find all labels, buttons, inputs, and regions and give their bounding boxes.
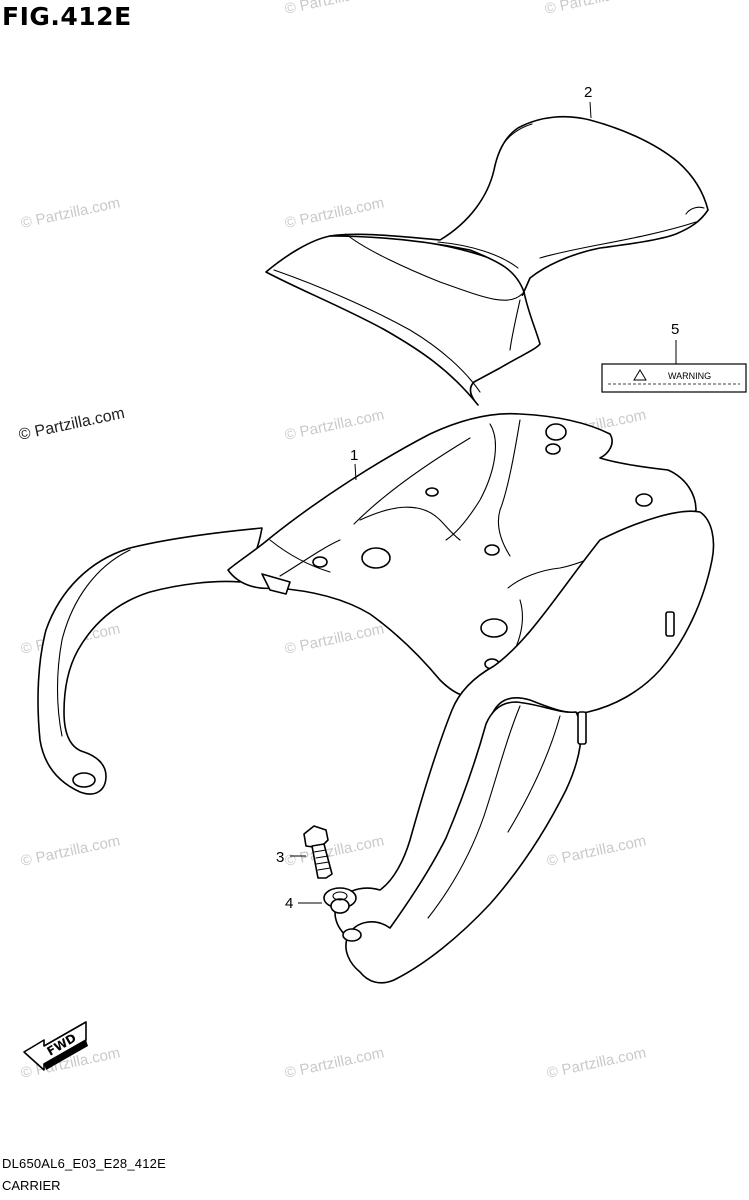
watermark: © Partzilla.com [283,1044,385,1082]
watermark: © Partzilla.com [545,832,647,870]
warning-text: WARNING [668,371,711,381]
watermark: © Partzilla.com [283,406,385,444]
callout-2: 2 [584,84,592,101]
forward-arrow-icon: FWD [23,1021,88,1071]
callout-1: 1 [350,447,358,464]
carrier-frame[interactable] [37,412,715,984]
figure-code: DL650AL6_E03_E28_412E [2,1156,166,1171]
callouts: 1 2 3 4 5 [276,84,679,912]
warning-triangle-icon [633,369,647,381]
watermark: © Partzilla.com [283,620,385,658]
watermark: © Partzilla.com [283,0,385,18]
figure-name: CARRIER [2,1178,61,1193]
watermark: © Partzilla.com [19,194,121,232]
callout-4: 4 [285,895,293,912]
bolt[interactable] [303,825,333,879]
watermark: © Partzilla.com [283,194,385,232]
watermark: © Partzilla.com [19,832,121,870]
watermark: © Partzilla.com [17,405,126,444]
callout-5: 5 [671,321,679,338]
figure-title: FIG.412E [2,2,132,31]
watermark: © Partzilla.com [545,1044,647,1082]
warning-label[interactable]: WARNING [601,363,747,393]
carrier-cover[interactable] [265,115,709,406]
watermark: © Partzilla.com [543,0,645,18]
callout-3: 3 [276,849,284,866]
watermark: © Partzilla.com [283,832,385,870]
collar[interactable] [323,887,357,914]
